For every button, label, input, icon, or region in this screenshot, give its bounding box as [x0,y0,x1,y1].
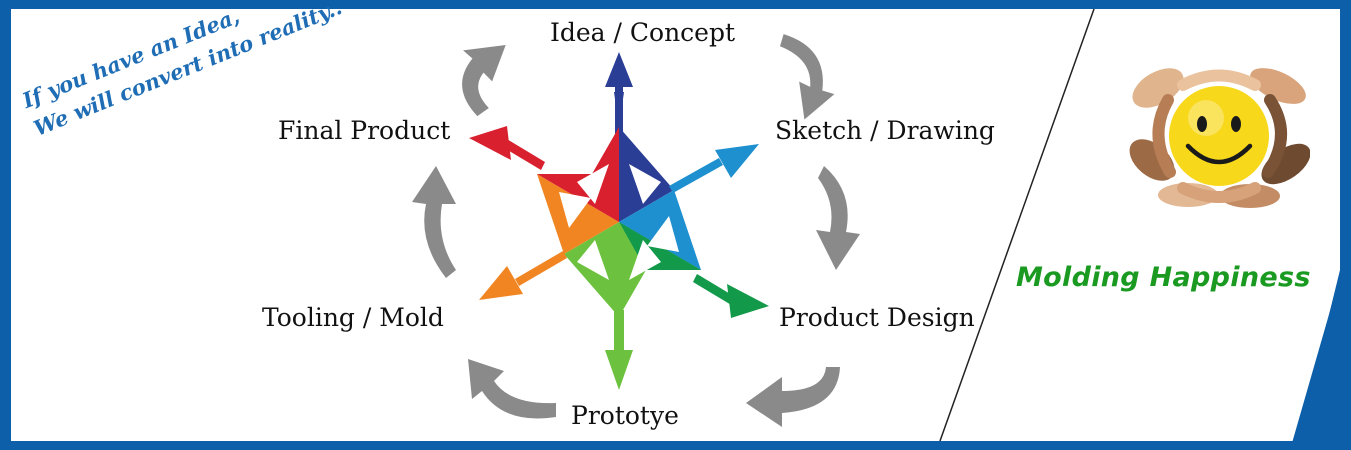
stage-tooling-mold: Tooling / Mold [262,303,444,332]
smiley-hands-image [1129,68,1310,208]
cycle-arrow-icon [468,359,556,419]
slogan: Molding Happiness [1016,262,1311,293]
hands-icon [1129,68,1310,208]
star-cutouts [559,164,679,280]
accent-triangle-inner [1298,270,1340,441]
stage-idea-concept: Idea / Concept [550,18,736,47]
cycle-arrow-icon [780,34,835,120]
cycle-arrows [412,34,860,427]
divider-line [939,8,1095,442]
hexagonal-star-arrows-icon [469,52,769,390]
cycle-arrow-icon [746,367,840,427]
stage-prototype: Prototye [571,401,679,430]
cycle-arrow-icon [462,44,506,117]
left-panel [11,9,1094,441]
star-segment-red [469,126,619,222]
stage-product-design: Product Design [779,303,975,332]
cycle-arrow-icon [816,166,860,270]
stage-sketch-drawing: Sketch / Drawing [775,116,995,145]
stage-final-product: Final Product [278,116,451,145]
smiley-face-icon [1169,86,1269,186]
cycle-arrow-icon [412,166,456,278]
